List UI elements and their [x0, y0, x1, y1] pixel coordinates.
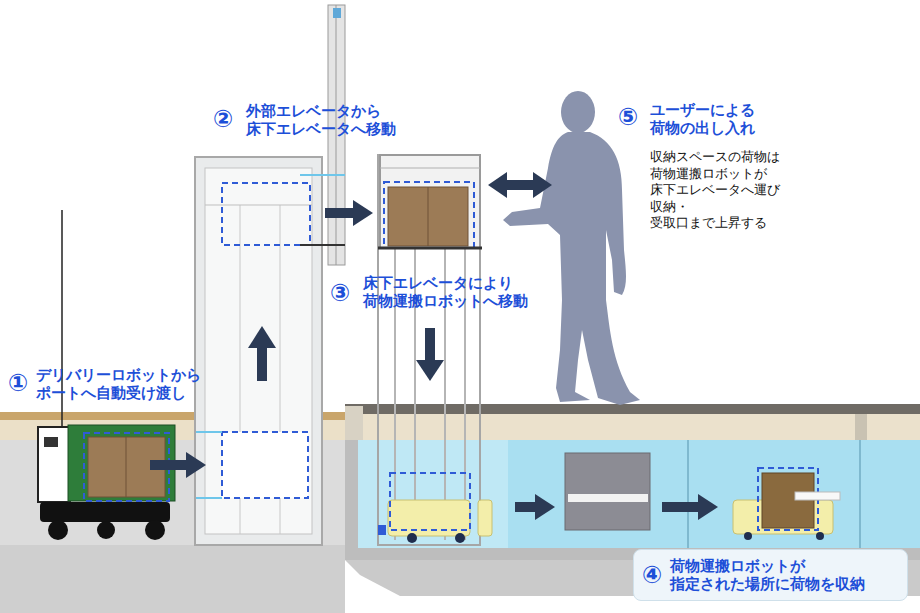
pit-wall: [345, 440, 358, 560]
package-position: [384, 182, 474, 248]
step-text: 外部エレベータから 床下エレベータへ移動: [246, 102, 396, 138]
storage-shelf: [568, 494, 648, 502]
arrow: [150, 460, 188, 470]
arrow-head: [535, 494, 555, 520]
note-text: 収納スペースの荷物は 荷物運搬ロボットが 床下エレベータへ運び 収納・受取口まで…: [650, 149, 780, 232]
arrow-head: [416, 360, 444, 381]
step-text: 荷物運搬ロボットが 指定された場所に荷物を収納: [670, 557, 865, 593]
under-floor-space: [358, 440, 920, 548]
transport-robot: [478, 500, 492, 536]
arrow-head: [533, 172, 552, 198]
arrow-head: [248, 326, 276, 348]
arrow: [515, 502, 537, 512]
transport-robot: [388, 500, 470, 536]
package-seam: [428, 187, 429, 246]
arrow-head: [488, 172, 507, 198]
robot-arm: [795, 492, 840, 500]
callout-number: ①: [8, 370, 28, 396]
step-text: デリバリーロボットから ポートへ自動受け渡し: [36, 366, 201, 402]
robot-sensor: [44, 437, 58, 447]
platform: [378, 247, 482, 250]
package-seam: [126, 437, 127, 497]
pit-post: [859, 440, 861, 548]
sensor: [378, 525, 386, 535]
flow-arrows: [150, 172, 718, 520]
arrow-head: [186, 452, 206, 478]
external-elevator-shaft: [205, 168, 312, 534]
wheel: [145, 520, 165, 540]
arrow: [325, 208, 355, 218]
arrow-head: [353, 200, 373, 226]
floor-support: [345, 406, 363, 440]
arrow-head: [698, 494, 718, 520]
floor-slab: [345, 414, 920, 440]
delivery-robot-body: [38, 427, 70, 502]
rail: [205, 205, 312, 206]
wheel: [455, 533, 465, 543]
arrow: [505, 180, 535, 190]
wheel: [48, 520, 68, 540]
package-position: [390, 473, 470, 530]
wheel: [97, 521, 115, 539]
under-floor-elevator: [378, 155, 480, 545]
ground: [0, 545, 345, 613]
port-line: [196, 497, 222, 499]
storage-box: [565, 453, 650, 530]
mast-light: [333, 8, 341, 18]
wheel: [816, 532, 824, 540]
connector-line: [300, 244, 345, 246]
pit-post: [687, 440, 689, 548]
user-silhouette: [561, 91, 595, 133]
package-position: [222, 183, 310, 245]
wheel: [407, 533, 417, 543]
port: [222, 432, 308, 498]
arrow: [425, 328, 435, 362]
package: [388, 187, 468, 246]
user-silhouette: [503, 132, 640, 405]
arrow: [257, 345, 267, 381]
floor-top: [345, 404, 920, 414]
callout-number: ②: [213, 106, 233, 132]
external-elevator: [195, 157, 322, 545]
port-line: [196, 431, 222, 433]
robot-base: [40, 502, 170, 522]
step-text: ユーザーによる 荷物の出し入れ: [650, 101, 755, 137]
connector-line: [300, 174, 345, 176]
floor-support: [855, 414, 867, 440]
callout-number: ⑤: [618, 104, 638, 130]
step-text: 床下エレベータにより 荷物運搬ロボットへ移動: [363, 274, 528, 310]
under-floor-space: [358, 440, 508, 548]
wheel: [744, 532, 752, 540]
callout-number: ④: [642, 562, 662, 588]
step-box: ④ 荷物運搬ロボットが 指定された場所に荷物を収納: [633, 549, 908, 601]
rail: [380, 168, 480, 169]
receiving-port: [380, 155, 480, 248]
callout-number: ③: [330, 280, 350, 306]
arrow: [662, 502, 700, 512]
